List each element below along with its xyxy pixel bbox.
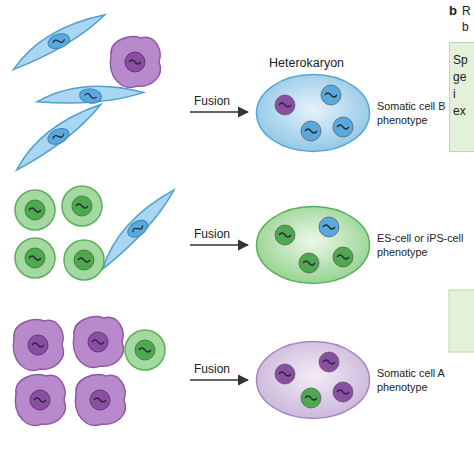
- nucleus: [275, 95, 295, 115]
- chromatin: [325, 93, 337, 97]
- chromatin: [303, 261, 315, 265]
- nucleus: [333, 247, 353, 267]
- shape-outline: [255, 340, 371, 420]
- nucleus: [301, 121, 321, 141]
- chromatin: [337, 255, 349, 259]
- nucleus: [321, 85, 341, 105]
- fusion-label: Fusion: [194, 362, 230, 376]
- shape-outline: [255, 73, 371, 153]
- nucleus: [333, 117, 353, 137]
- chromatin: [279, 372, 291, 376]
- nucleus: [319, 217, 339, 237]
- fusion-label: Fusion: [194, 227, 230, 241]
- panel-box-fill: [450, 43, 474, 152]
- phenotype-label: ES-cell or iPS-cell phenotype: [377, 231, 473, 259]
- nucleus: [333, 382, 353, 402]
- nucleus: [301, 388, 321, 408]
- panel-letter: b: [449, 4, 457, 18]
- chromatin: [323, 225, 335, 229]
- nucleus: [319, 352, 339, 372]
- heterokaryon-label: Heterokaryon: [269, 56, 344, 70]
- fusion-label: Fusion: [194, 94, 230, 108]
- chromatin: [305, 129, 317, 133]
- heterokaryon-membrane: [257, 342, 370, 419]
- heterokaryon-ellipse: HeterokaryonSomatic cell B phenotype: [255, 73, 371, 153]
- heterokaryon-ellipse: Somatic cell A phenotype: [255, 340, 371, 420]
- chromatin: [279, 233, 291, 237]
- panel-letter: b: [462, 20, 469, 34]
- panel-text: Sp ge i ex: [453, 52, 469, 120]
- shape-outline: [255, 205, 371, 285]
- heterokaryon-membrane: [257, 75, 370, 152]
- chromatin: [337, 125, 349, 129]
- nucleus: [299, 253, 319, 273]
- chromatin: [305, 396, 317, 400]
- chromatin: [323, 360, 335, 364]
- heterokaryon-membrane: [257, 207, 370, 284]
- chromatin: [337, 390, 349, 394]
- chromatin: [279, 103, 291, 107]
- heterokaryon-ellipse: ES-cell or iPS-cell phenotype: [255, 205, 371, 285]
- panel-letter: R: [462, 4, 471, 18]
- nucleus: [275, 225, 295, 245]
- nucleus: [275, 364, 295, 384]
- phenotype-label: Somatic cell A phenotype: [377, 366, 473, 394]
- panel-box: Sp ge i ex: [449, 42, 474, 152]
